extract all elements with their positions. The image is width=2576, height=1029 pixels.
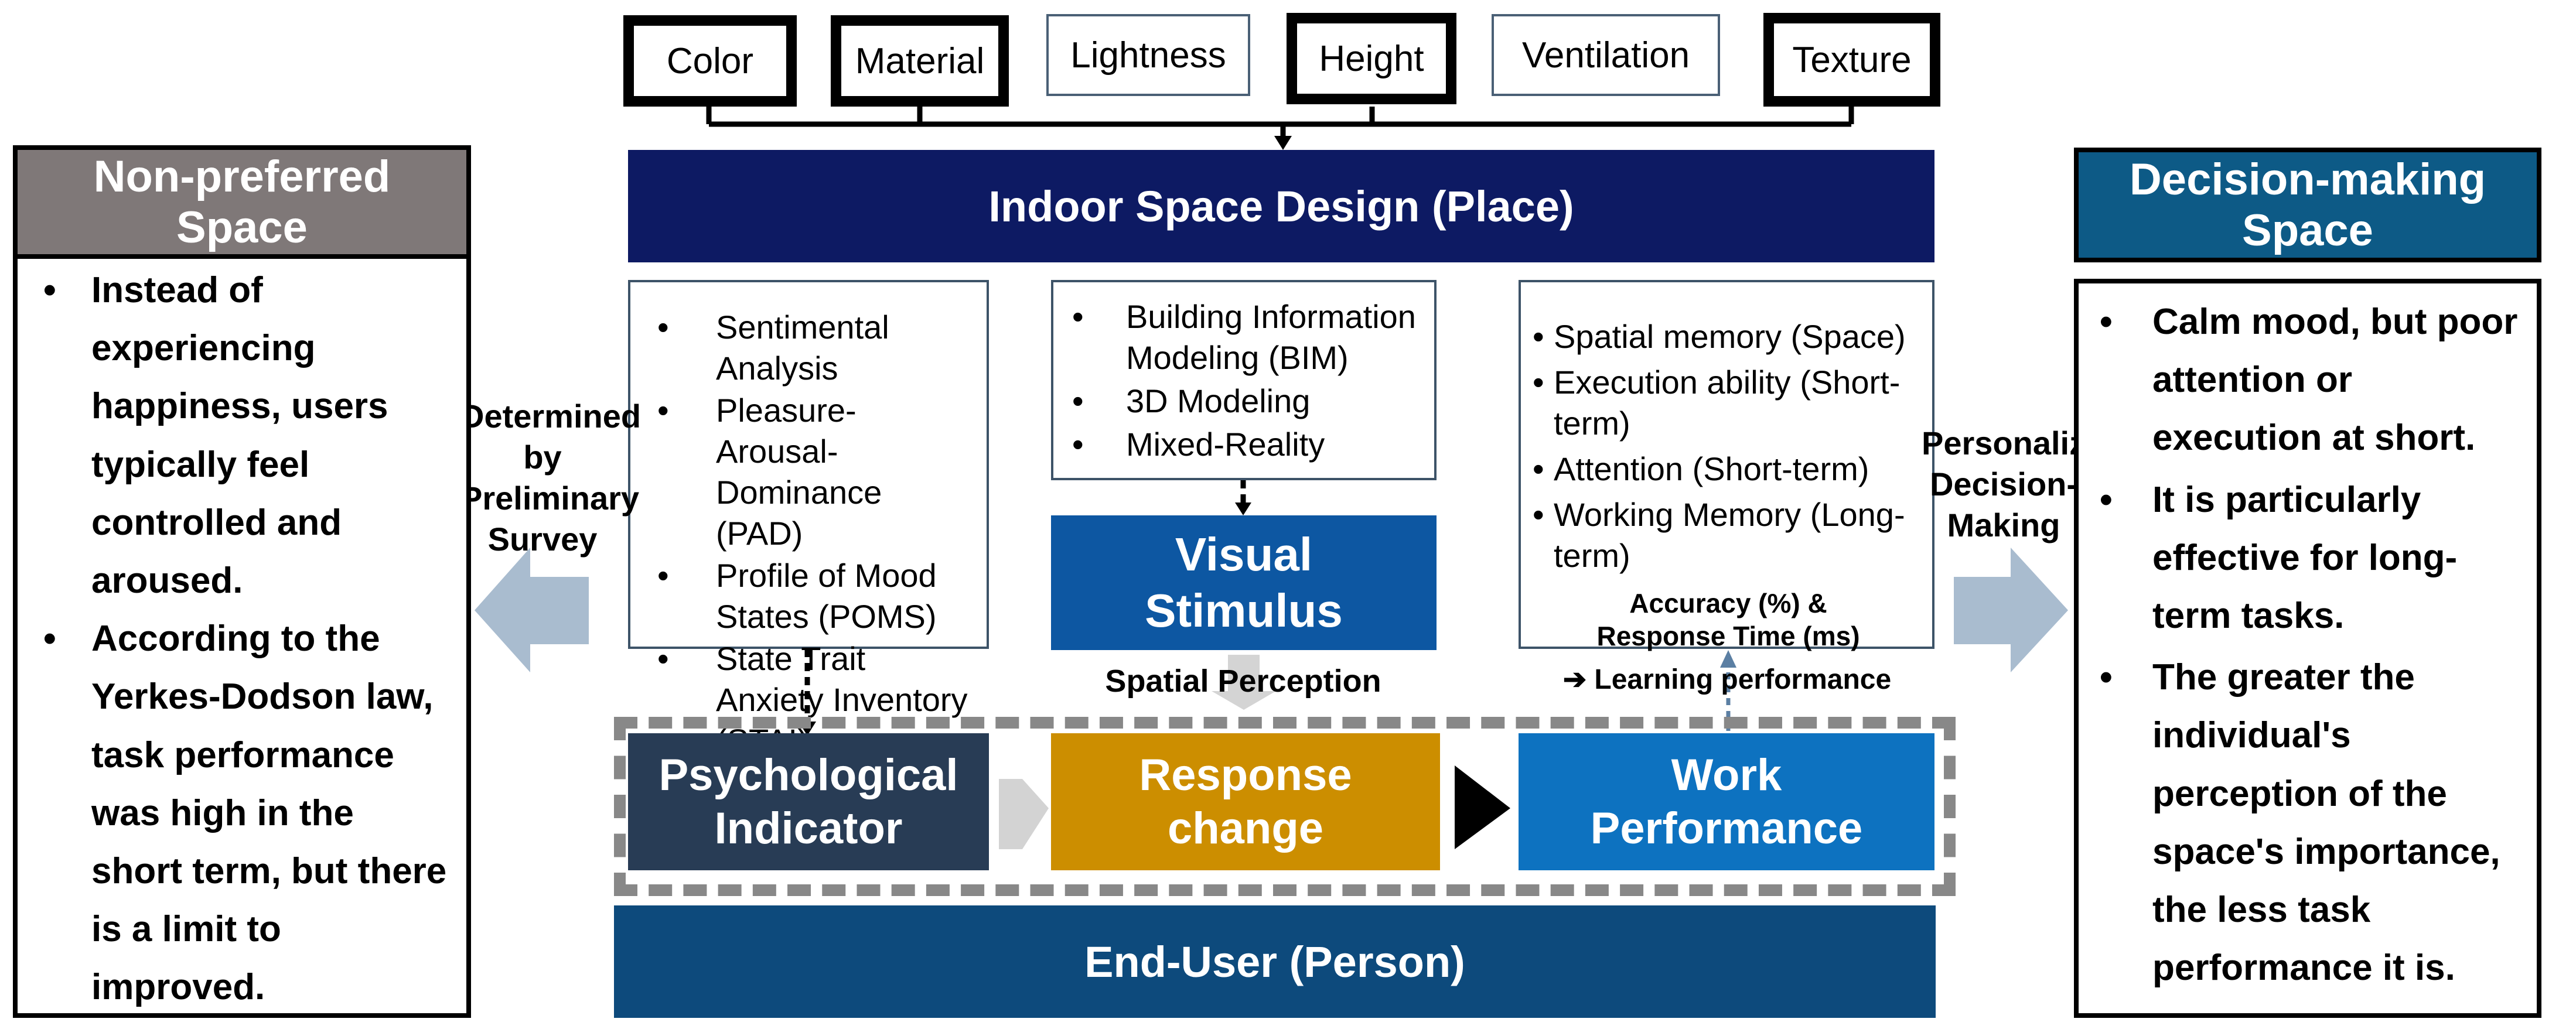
left-arrow-label: Determined by Preliminary Survey [460,398,642,558]
psych-method-item: •Sentimental Analysis [657,309,889,387]
attribute-lightness: Lightness [1046,14,1250,96]
attribute-material: Material [831,15,1009,107]
modeling-methods-box: •Building Information Modeling (BIM) •3D… [1051,280,1437,480]
response-change-node: Response change [1051,733,1440,870]
cognitive-measure-item: •Execution ability (Short-term) [1533,364,1901,442]
learning-label: ➔ Learning performance [1562,664,1892,695]
cognitive-measure-item: •Attention (Short-term) [1533,450,1869,487]
right-arrow-shape [1954,548,2068,672]
right-panel-title: Decision-making Space [2074,148,2541,262]
left-panel-item: •According to the Yerkes-Dodson law, tas… [43,618,447,1008]
left-panel-body: •Instead of experiencing happiness, user… [13,259,471,1018]
cognitive-measure-item: •Working Memory (Long-term) [1533,496,1905,574]
attr-arrow-head [1274,136,1292,150]
right-panel-item: •It is particularly effective for long-t… [2100,479,2458,636]
cognitive-measure-item: •Spatial memory (Space) [1533,318,1906,355]
right-panel-body: •Calm mood, but poor attention or execut… [2074,279,2541,1018]
right-panel-item: •Calm mood, but poor attention or execut… [2100,302,2518,459]
attribute-height: Height [1287,13,1456,104]
accuracy-label: Accuracy (%) & Response Time (ms) [1596,588,1860,652]
modeling-method-item: •Building Information Modeling (BIM) [1072,298,1416,376]
spatial-perception-label: Spatial Perception [1105,664,1381,699]
left-panel-title: Non-preferred Space [13,145,471,259]
modeling-method-item: •3D Modeling [1072,382,1311,419]
attribute-ventilation: Ventilation [1492,14,1720,96]
process-frame [614,717,1956,896]
work-performance-node: Work Performance [1519,733,1934,870]
psych-methods-box: •Sentimental Analysis •Pleasure-Arousal-… [628,280,989,759]
left-arrow-shape [475,548,589,672]
psych-method-item: •Pleasure-Arousal-Dominance (PAD) [657,392,882,552]
modeling-method-item: •Mixed-Reality [1072,426,1325,463]
psych-method-item: •Profile of Mood States (POMS) [657,557,937,635]
right-panel-item: •The greater the individual's perception… [2100,657,2500,989]
end-user-bar: End-User (Person) [614,905,1936,1018]
visual-stimulus-box: Visual Stimulus [1051,515,1437,650]
attribute-color: Color [623,15,797,107]
attribute-texture: Texture [1763,13,1940,107]
cognitive-measures-box: •Spatial memory (Space) •Execution abili… [1519,280,1934,649]
left-panel-item: •Instead of experiencing happiness, user… [43,270,388,601]
indoor-space-design-bar: Indoor Space Design (Place) [628,150,1934,262]
psychological-indicator-node: Psychological Indicator [628,733,989,870]
